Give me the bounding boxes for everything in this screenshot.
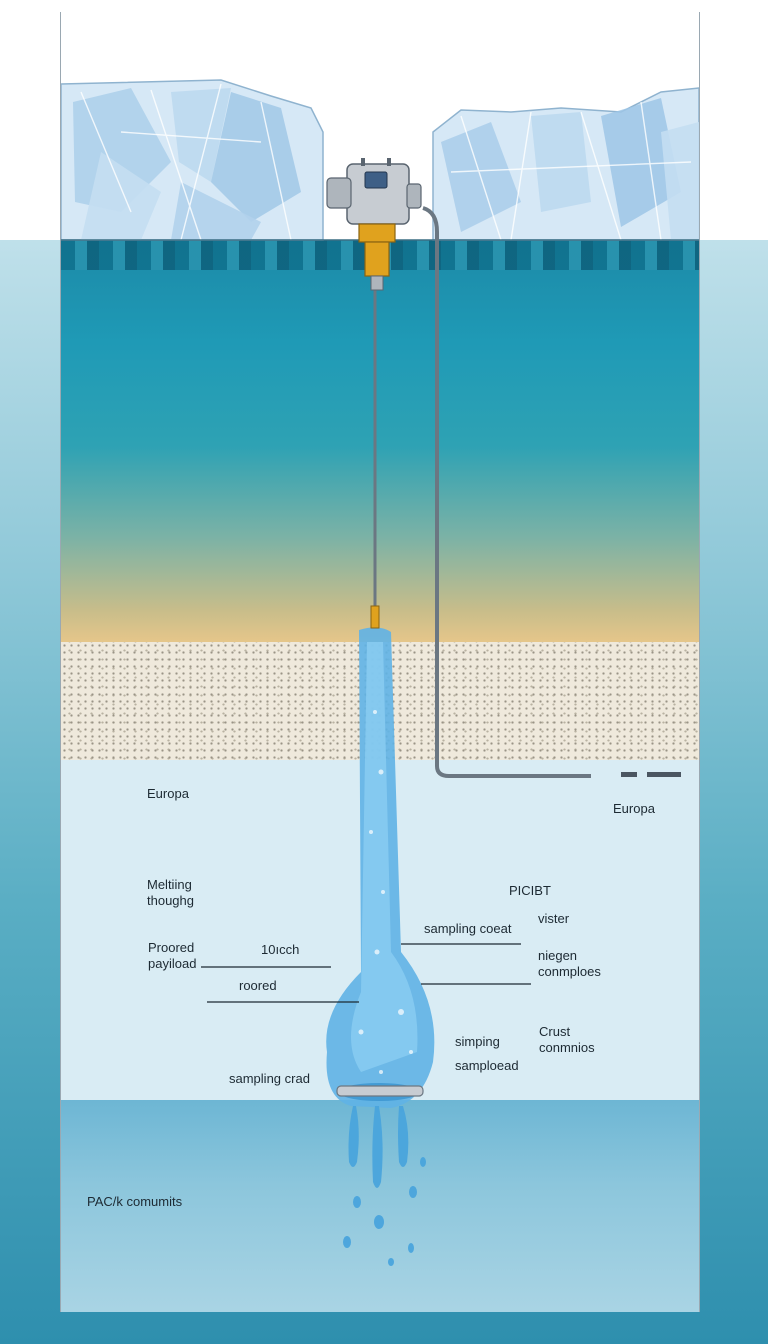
label-sampling-crad: sampling crad [229,1071,310,1087]
ice-block-icon [61,80,323,240]
label-crust-line1: Crust [539,1024,595,1040]
diagram-graphics [61,12,699,1312]
label-proored-line2: payiload [148,956,196,972]
melt-plume-icon [326,627,434,1266]
label-europa-right: Europa [613,801,655,817]
label-crust-line2: conmnios [539,1040,595,1056]
label-roored: roored [239,978,277,994]
label-simping-line1: simping [455,1034,519,1050]
label-sampling-coeat: sampling coeat [424,921,511,937]
label-melting-line1: Meltiing [147,877,194,893]
label-simping: simping samploead [455,1034,519,1074]
label-niegen: niegen conmploes [538,948,601,980]
marker-dash [647,772,681,777]
label-proored-payload: Proored payiload [148,940,196,972]
label-10-inch: 10ıcch [261,942,299,958]
label-niegen-line2: conmploes [538,964,601,980]
label-pack-commits: PAC/k comumits [87,1194,182,1210]
marker-dash [621,772,637,777]
cable-icon [423,208,591,776]
label-europa-left: Europa [147,786,189,802]
probe-housing-icon [327,158,421,290]
probe-tip [371,606,379,628]
label-simping-line2: samploead [455,1058,519,1074]
label-vister: vister [538,911,569,927]
label-crust: Crust conmnios [539,1024,595,1056]
label-proored-line1: Proored [148,940,196,956]
diagram-panel [60,12,700,1312]
label-niegen-line1: niegen [538,948,601,964]
label-melting: Meltiing thoughg [147,877,194,909]
label-melting-line2: thoughg [147,893,194,909]
label-picibt: PICIBT [509,883,551,899]
ice-block-icon [433,88,699,240]
